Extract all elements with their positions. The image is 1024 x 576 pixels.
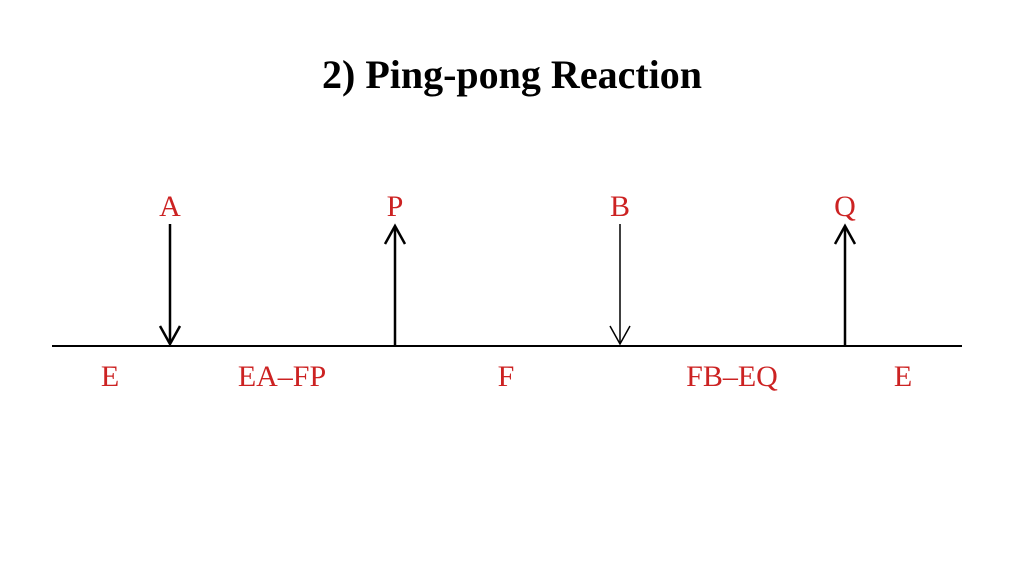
arrow-b-head	[609, 325, 631, 346]
arrow-q-head	[833, 223, 857, 245]
arrow-b	[609, 224, 631, 346]
substrate-label-a: A	[159, 190, 181, 223]
arrow-p-head	[383, 223, 407, 245]
enzyme-form-e-end: E	[894, 360, 912, 393]
enzyme-form-ea-fp: EA–FP	[238, 360, 326, 393]
enzyme-form-e-start: E	[101, 360, 119, 393]
arrow-a-head	[158, 325, 182, 347]
arrow-p	[383, 223, 407, 346]
substrate-label-b: B	[610, 190, 630, 223]
enzyme-form-fb-eq: FB–EQ	[686, 360, 778, 393]
arrow-a	[158, 224, 182, 347]
product-label-p: P	[387, 190, 404, 223]
enzyme-form-f: F	[498, 360, 515, 393]
slide-title: 2) Ping-pong Reaction	[322, 52, 702, 97]
arrow-q	[833, 223, 857, 346]
product-label-q: Q	[834, 190, 856, 223]
